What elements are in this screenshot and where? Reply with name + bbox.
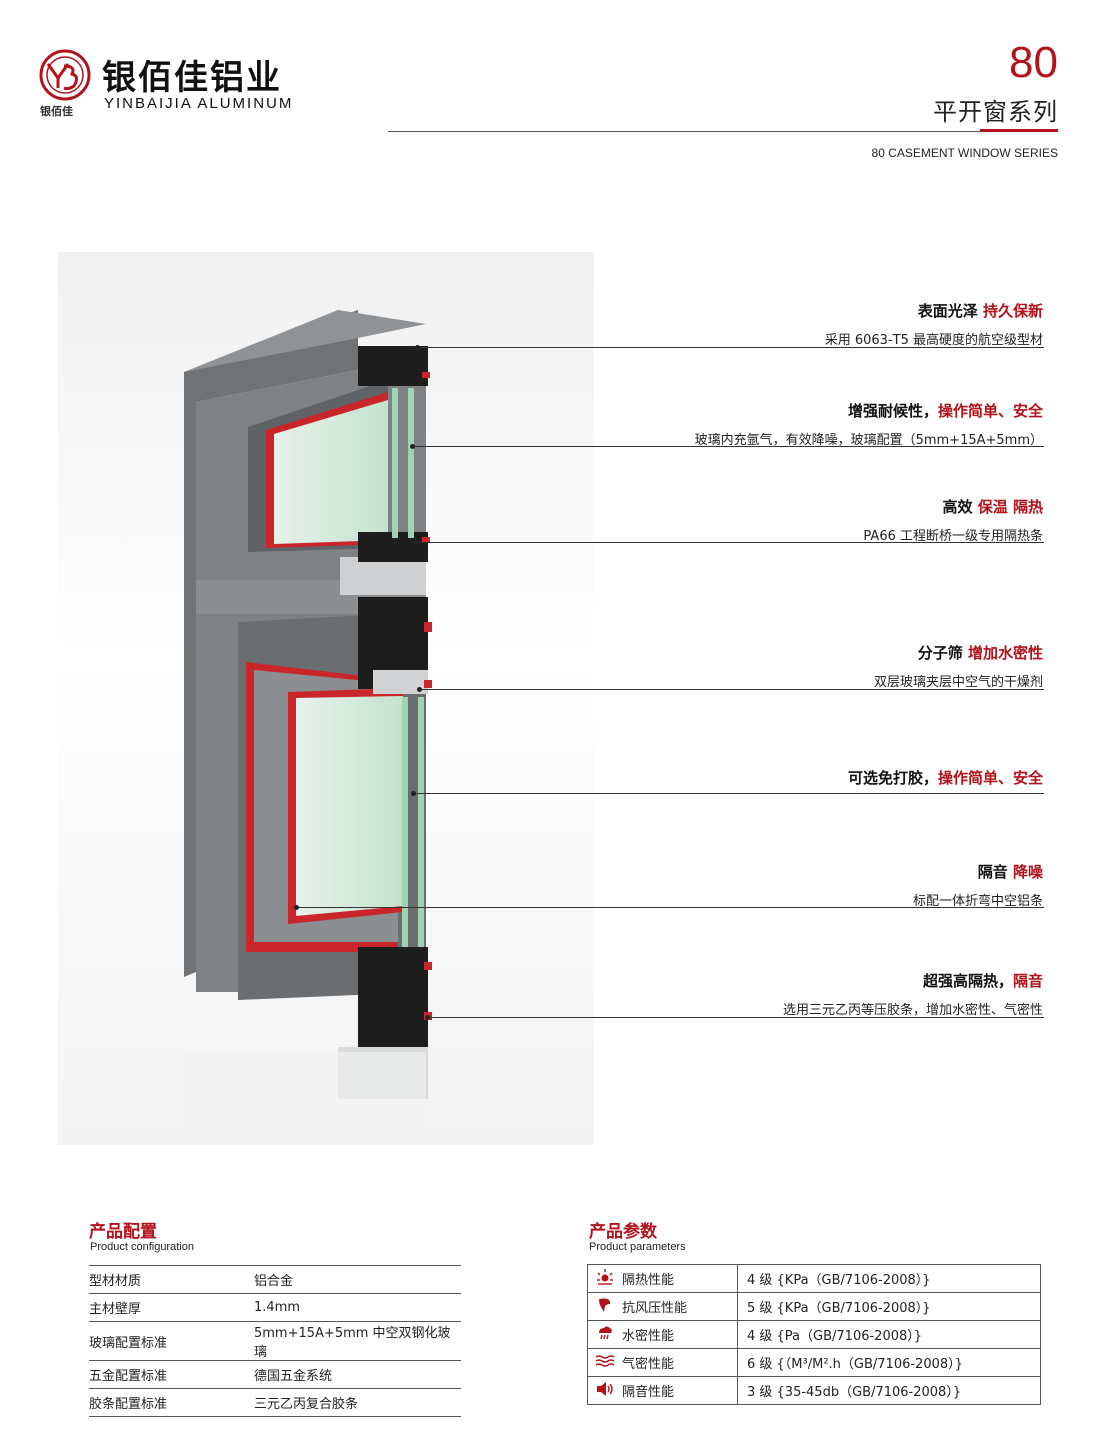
feature-highlight: 保温 隔热 — [977, 498, 1043, 516]
feature-callout: 表面光泽 持久保新 采用 6063-T5 最高硬度的航空级型材 — [825, 300, 1043, 348]
config-value: 1.4mm — [254, 1293, 461, 1322]
feature-title: 超强高隔热， — [922, 972, 1013, 990]
feature-highlight: 持久保新 — [982, 302, 1043, 320]
air-waves-icon — [595, 1354, 615, 1367]
config-key: 玻璃配置标准 — [89, 1321, 254, 1361]
param-name: 水密性能 — [622, 1320, 738, 1349]
table-row: 隔音性能 3 级 {35-45db（GB/7106-2008）} — [587, 1376, 1041, 1405]
callout-dot — [294, 905, 299, 910]
callout-dot — [411, 791, 416, 796]
config-value: 铝合金 — [254, 1265, 461, 1294]
wind-icon — [599, 1298, 611, 1312]
param-name: 抗风压性能 — [622, 1292, 738, 1321]
rain-cloud-icon — [599, 1326, 612, 1339]
feature-highlight: 操作简单、安全 — [937, 769, 1043, 787]
param-value: 6 级 {（M³/M².h（GB/7106-2008）} — [737, 1348, 1041, 1377]
feature-callout: 超强高隔热，隔音 选用三元乙丙等压胶条，增加水密性、气密性 — [783, 970, 1043, 1018]
params-section-subtitle: Product parameters — [589, 1241, 686, 1253]
feature-title: 隔音 — [977, 863, 1013, 881]
table-row: 型材材质铝合金 — [89, 1265, 461, 1294]
feature-title: 分子筛 — [917, 644, 968, 662]
param-name: 隔热性能 — [622, 1264, 738, 1293]
table-row: 胶条配置标准三元乙丙复合胶条 — [89, 1388, 461, 1417]
series-number: 80 — [1009, 38, 1058, 87]
feature-callout: 增强耐候性，操作简单、安全 玻璃内充氩气，有效降噪，玻璃配置（5mm+15A+5… — [695, 400, 1043, 448]
product-image-panel — [58, 252, 594, 1145]
feature-highlight: 增加水密性 — [967, 644, 1043, 662]
params-section-title: 产品参数 — [589, 1222, 657, 1242]
callout-leader-line — [428, 1017, 1044, 1018]
config-value: 德国五金系统 — [254, 1360, 461, 1389]
feature-description: PA66 工程断桥一级专用隔热条 — [863, 529, 1043, 544]
table-row: 气密性能 6 级 {（M³/M².h（GB/7106-2008）} — [587, 1348, 1041, 1377]
param-name: 隔音性能 — [622, 1376, 738, 1405]
table-row: 水密性能 4 级 {Pa（GB/7106-2008）} — [587, 1320, 1041, 1349]
series-title-cn: 平开窗系列 — [933, 98, 1058, 126]
param-value: 3 级 {35-45db（GB/7106-2008）} — [737, 1376, 1041, 1405]
param-value: 4 级 {Pa（GB/7106-2008）} — [737, 1320, 1041, 1349]
feature-description: 双层玻璃夹层中空气的干燥剂 — [873, 675, 1043, 690]
feature-highlight: 降噪 — [1012, 863, 1043, 881]
callout-dot — [410, 444, 415, 449]
callout-leader-line — [416, 542, 1044, 543]
feature-title: 可选免打胶， — [847, 769, 938, 787]
callout-dot — [425, 1015, 430, 1020]
config-section-title: 产品配置 — [89, 1222, 157, 1242]
params-table: 隔热性能 4 级 {KPa（GB/7106-2008）} 抗风压性能 5 级 {… — [587, 1264, 1041, 1405]
config-value: 5mm+15A+5mm 中空双钢化玻璃 — [254, 1321, 461, 1361]
feature-description: 标配一体折弯中空铝条 — [912, 894, 1043, 909]
param-value: 4 级 {KPa（GB/7106-2008）} — [737, 1264, 1041, 1293]
callout-dot — [415, 345, 420, 350]
param-value: 5 级 {KPa（GB/7106-2008）} — [737, 1292, 1041, 1321]
table-row: 抗风压性能 5 级 {KPa（GB/7106-2008）} — [587, 1292, 1041, 1321]
sun-icon — [597, 1268, 613, 1285]
feature-callout: 可选免打胶，操作简单、安全 — [848, 767, 1043, 788]
feature-callout: 高效 保温 隔热 PA66 工程断桥一级专用隔热条 — [863, 496, 1043, 544]
config-key: 主材壁厚 — [89, 1293, 254, 1322]
brand-logo-caption: 银佰佳 — [40, 105, 73, 118]
feature-title: 表面光泽 — [917, 302, 983, 320]
brand-logo-icon — [39, 49, 91, 101]
brand-name-en: YINBAIJIA ALUMINUM — [104, 95, 294, 112]
table-row: 隔热性能 4 级 {KPa（GB/7106-2008）} — [587, 1264, 1041, 1293]
callout-leader-line — [413, 446, 1044, 447]
brand-name-cn: 银佰佳铝业 — [102, 58, 282, 98]
callout-leader-line — [418, 347, 1044, 348]
feature-title: 高效 — [942, 498, 978, 516]
config-section-subtitle: Product configuration — [90, 1241, 194, 1253]
header-divider — [388, 131, 1058, 132]
feature-highlight: 隔音 — [1012, 972, 1043, 990]
feature-title: 增强耐候性， — [847, 402, 938, 420]
callout-dot — [417, 687, 422, 692]
feature-highlight: 操作简单、安全 — [937, 402, 1043, 420]
feature-description: 采用 6063-T5 最高硬度的航空级型材 — [824, 333, 1043, 348]
feature-description: 选用三元乙丙等压胶条，增加水密性、气密性 — [782, 1003, 1043, 1018]
window-profile-illustration — [184, 310, 432, 1145]
speaker-icon — [597, 1381, 613, 1396]
header-accent-bar — [980, 129, 1058, 132]
param-name: 气密性能 — [622, 1348, 738, 1377]
callout-dot — [413, 540, 418, 545]
config-key: 五金配置标准 — [89, 1360, 254, 1389]
config-key: 型材材质 — [89, 1265, 254, 1294]
table-row: 五金配置标准德国五金系统 — [89, 1360, 461, 1389]
callout-leader-line — [414, 793, 1044, 794]
series-title-en: 80 CASEMENT WINDOW SERIES — [871, 146, 1058, 160]
callout-leader-line — [420, 689, 1044, 690]
config-key: 胶条配置标准 — [89, 1388, 254, 1417]
feature-callout: 分子筛 增加水密性 双层玻璃夹层中空气的干燥剂 — [874, 642, 1043, 690]
callout-leader-line — [297, 907, 1044, 908]
config-value: 三元乙丙复合胶条 — [254, 1388, 461, 1417]
feature-description: 玻璃内充氩气，有效降噪，玻璃配置（5mm+15A+5mm） — [694, 433, 1043, 448]
feature-callout: 隔音 降噪 标配一体折弯中空铝条 — [913, 861, 1043, 909]
